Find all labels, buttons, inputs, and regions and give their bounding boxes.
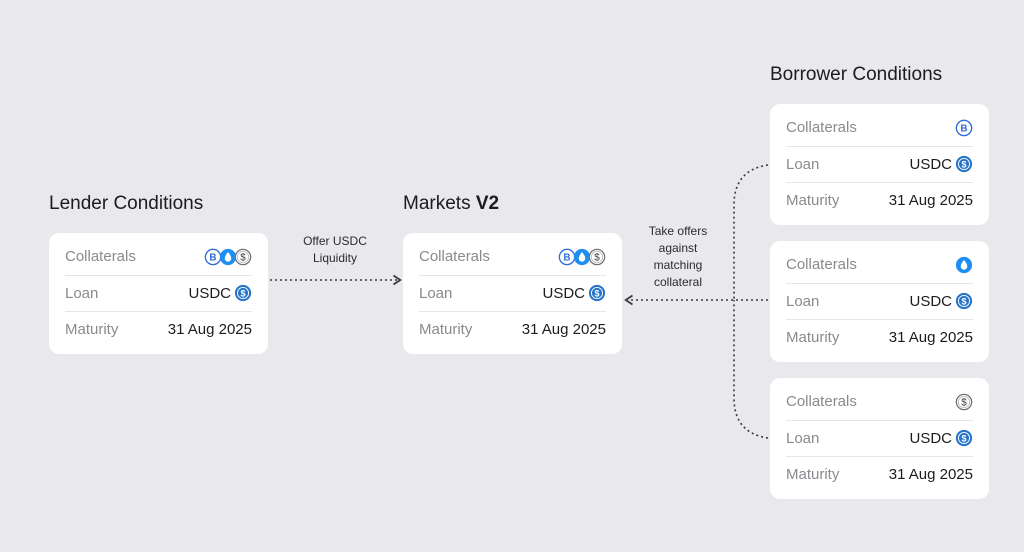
svg-text:$: $ (594, 252, 600, 263)
usdc-icon: $ (588, 285, 606, 302)
loan-value: USDC (909, 155, 952, 173)
maturity-label: Maturity (786, 192, 840, 210)
svg-text:$: $ (240, 252, 246, 263)
svg-text:B: B (960, 123, 967, 134)
collaterals-label: Collaterals (786, 393, 857, 411)
collaterals-label: Collaterals (419, 248, 490, 266)
markets-card: Collaterals B $ Loan USDC $ Maturity 31 … (403, 233, 622, 354)
lender-card: Collaterals B $ Loan USDC $ Maturity 31 … (49, 233, 268, 354)
borrower-branch-top (733, 164, 769, 300)
loan-value: USDC (909, 292, 952, 310)
svg-text:$: $ (594, 289, 599, 299)
borrower-branch-bottom (733, 300, 769, 439)
maturity-row: Maturity 31 Aug 2025 (786, 182, 973, 219)
water-drop-icon (955, 256, 973, 273)
loan-value: USDC (909, 429, 952, 447)
loan-value: USDC (188, 284, 231, 302)
collaterals-row: Collaterals B $ (419, 239, 606, 275)
collaterals-label: Collaterals (786, 119, 857, 137)
maturity-label: Maturity (419, 321, 473, 339)
collaterals-row: Collaterals B (786, 110, 973, 146)
usdc-icon: $ (955, 156, 973, 173)
dollar-coin-icon: $ (588, 248, 606, 266)
maturity-value: 31 Aug 2025 (888, 466, 973, 484)
svg-text:B: B (563, 252, 570, 263)
collaterals-row: Collaterals B $ (65, 239, 252, 275)
usdc-icon: $ (955, 430, 973, 447)
collaterals-row: Collaterals (786, 247, 973, 283)
maturity-row: Maturity 31 Aug 2025 (419, 311, 606, 348)
maturity-row: Maturity 31 Aug 2025 (786, 456, 973, 493)
offer-note: Offer USDC Liquidity (303, 234, 367, 265)
maturity-value: 31 Aug 2025 (888, 329, 973, 347)
collaterals-label: Collaterals (786, 256, 857, 274)
borrower-card-dollar: Collaterals $ Loan USDC $ Maturity 31 Au… (770, 378, 989, 499)
maturity-value: 31 Aug 2025 (521, 321, 606, 339)
svg-text:$: $ (961, 297, 966, 307)
loan-value: USDC (542, 284, 585, 302)
loan-row: Loan USDC $ (786, 282, 973, 320)
loan-row: Loan USDC $ (419, 274, 606, 312)
maturity-label: Maturity (65, 321, 119, 339)
bitcoin-icon: B (955, 119, 973, 137)
dollar-coin-icon: $ (234, 248, 252, 266)
svg-text:$: $ (961, 397, 967, 408)
loan-row: Loan USDC $ (786, 145, 973, 183)
svg-text:$: $ (961, 434, 966, 444)
loan-row: Loan USDC $ (65, 274, 252, 312)
svg-text:$: $ (240, 289, 245, 299)
borrower-title: Borrower Conditions (770, 64, 943, 85)
maturity-label: Maturity (786, 466, 840, 484)
maturity-row: Maturity 31 Aug 2025 (65, 311, 252, 348)
collaterals-row: Collaterals $ (786, 384, 973, 420)
loan-label: Loan (786, 429, 820, 447)
dollar-coin-icon: $ (955, 393, 973, 411)
usdc-icon: $ (234, 285, 252, 302)
usdc-icon: $ (955, 293, 973, 310)
borrower-card-bitcoin: Collaterals B Loan USDC $ Maturity 31 Au… (770, 104, 989, 225)
collaterals-label: Collaterals (65, 248, 136, 266)
water-drop-icon (219, 248, 237, 265)
loan-label: Loan (419, 284, 453, 302)
take-offers-note: Take offers against matching collateral (648, 224, 708, 289)
water-drop-icon (573, 248, 591, 265)
markets-title: Markets V2 (403, 193, 500, 214)
maturity-value: 31 Aug 2025 (888, 192, 973, 210)
loan-row: Loan USDC $ (786, 419, 973, 457)
lender-title: Lender Conditions (49, 193, 204, 214)
svg-text:B: B (209, 252, 216, 263)
maturity-value: 31 Aug 2025 (167, 321, 252, 339)
loan-label: Loan (786, 292, 820, 310)
borrower-card-drop: Collaterals Loan USDC $ Maturity 31 Aug … (770, 241, 989, 362)
loan-label: Loan (786, 155, 820, 173)
maturity-label: Maturity (786, 329, 840, 347)
svg-text:$: $ (961, 160, 966, 170)
loan-label: Loan (65, 284, 99, 302)
maturity-row: Maturity 31 Aug 2025 (786, 319, 973, 356)
